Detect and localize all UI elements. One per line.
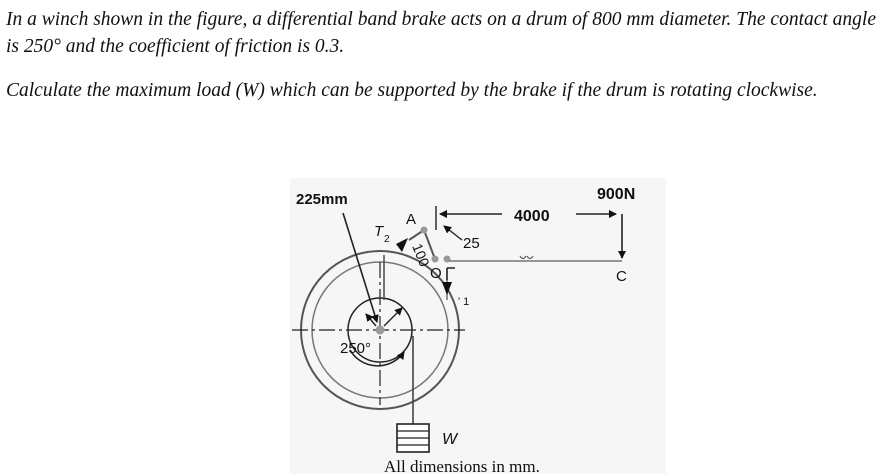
point-a-dot	[420, 226, 428, 234]
drum-centre-dot	[375, 325, 385, 335]
figure-background	[290, 178, 666, 474]
problem-paragraph-1: In a winch shown in the figure, a differ…	[6, 9, 877, 57]
label-c: C	[616, 268, 627, 285]
lever-arm-ao	[423, 229, 436, 260]
label-t1-partial: ' 1	[458, 296, 469, 308]
label-900n: 900N	[597, 186, 635, 203]
label-t2: T	[374, 223, 385, 240]
angle-arc-250	[349, 349, 405, 367]
label-a: A	[406, 211, 416, 228]
label-225mm: 225mm	[296, 191, 348, 208]
lever-break-mark	[519, 255, 534, 260]
label-250-degrees: 250°	[340, 340, 371, 357]
radius-arrow-1	[383, 307, 403, 327]
problem-paragraph-2: Calculate the maximum load (W) which can…	[6, 80, 818, 101]
fulcrum-o-dot	[431, 255, 439, 263]
label-o: O	[430, 265, 442, 282]
arrow-t2	[396, 238, 408, 252]
label-w: W	[442, 431, 459, 448]
figure-caption: All dimensions in mm.	[384, 457, 540, 474]
pivot-bracket	[446, 267, 455, 280]
dim-arrow-25	[443, 225, 463, 241]
radius-arrow-2	[365, 313, 377, 327]
label-t2-subscript: 2	[384, 234, 390, 245]
label-25: 25	[463, 235, 480, 252]
point-t1-dot	[443, 255, 451, 263]
problem-statement: In a winch shown in the figure, a differ…	[6, 6, 882, 104]
label-4000: 4000	[514, 208, 550, 225]
arrow-t1	[442, 282, 452, 295]
leader-225mm	[342, 212, 379, 323]
